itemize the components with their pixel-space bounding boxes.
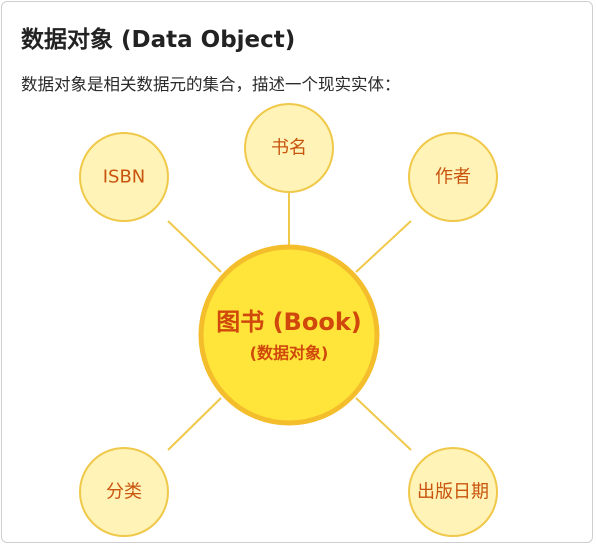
attribute-node-title: 书名 xyxy=(244,103,334,193)
attribute-node-author: 作者 xyxy=(408,132,498,222)
description-text: 数据对象是相关数据元的集合，描述一个现实实体： xyxy=(21,75,401,94)
connectors xyxy=(167,193,412,451)
attribute-node-category: 分类 xyxy=(79,447,169,537)
center-circle xyxy=(198,244,380,426)
connector-author xyxy=(355,220,412,273)
attribute-node-pubdate: 出版日期 xyxy=(408,447,498,537)
node-circle xyxy=(79,132,169,222)
center-label: 图书 (Book) xyxy=(216,308,362,336)
node-label-author: 作者 xyxy=(435,167,471,188)
node-label-category: 分类 xyxy=(106,482,142,503)
connector-pubdate xyxy=(355,397,412,451)
node-circle xyxy=(408,132,498,222)
connector-category xyxy=(167,397,222,451)
connector-isbn xyxy=(167,220,222,273)
node-label-isbn: ISBN xyxy=(103,167,146,188)
node-circle xyxy=(244,103,334,193)
node-label-pubdate: 出版日期 xyxy=(417,482,489,503)
node-circle xyxy=(79,447,169,537)
page-title: 数据对象 (Data Object) xyxy=(21,27,296,53)
center-sublabel: (数据对象) xyxy=(250,344,329,363)
attribute-node-isbn: ISBN xyxy=(79,132,169,222)
node-circle xyxy=(408,447,498,537)
center-node-book: 图书 (Book) (数据对象) xyxy=(198,244,380,426)
node-label-title: 书名 xyxy=(271,138,307,159)
